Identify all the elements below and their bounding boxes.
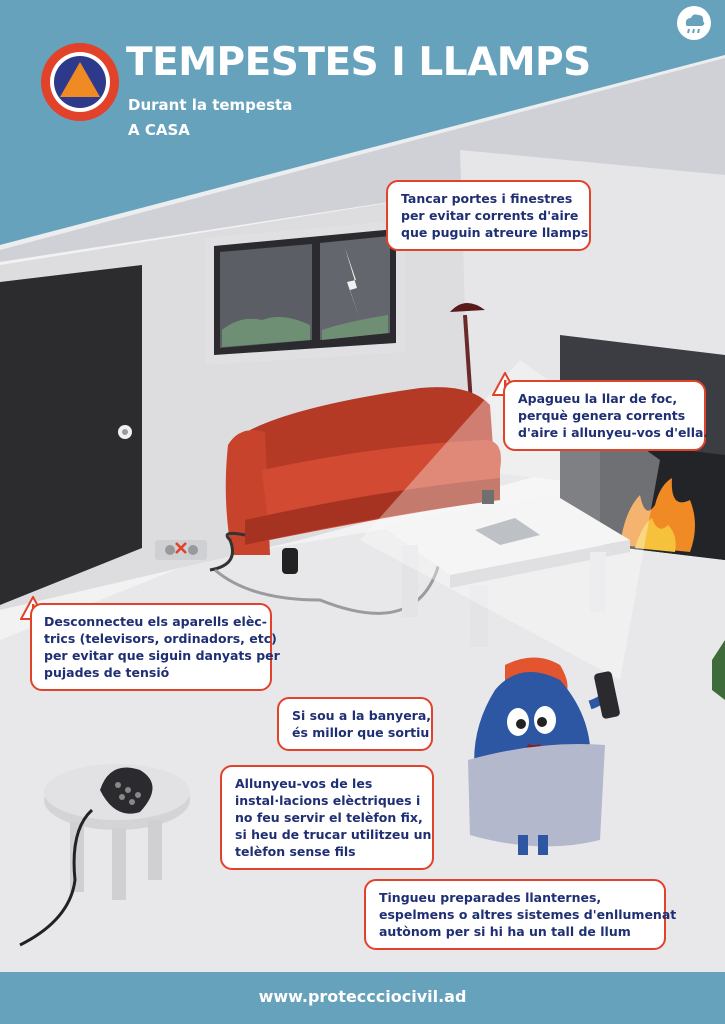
tip-bathtub: Si sou a la banyera,és millor que sortiu [277,697,433,751]
mascot-character [468,657,620,855]
footer-bar: www.proteccciocivil.ad [0,972,725,1024]
protection-civil-logo [41,43,119,121]
coffee-table [380,495,630,647]
rain-cloud-icon [677,6,711,40]
door [0,265,142,605]
tip-flashlights: Tingueu preparades llanternes,espelmens … [364,879,676,950]
tip-fireplace: Apagueu la llar de foc,perquè genera cor… [503,380,708,451]
location-label: A CASA [128,121,190,139]
window [205,220,405,365]
plant [712,640,725,700]
website-link[interactable]: www.proteccciocivil.ad [258,987,467,1006]
page-title: TEMPESTES I LLAMPS [126,40,591,85]
page-subtitle: Durant la tempesta [128,96,293,114]
header-band [0,0,725,245]
sofa [225,387,501,574]
side-table [19,764,190,947]
tip-disconnect-devices: Desconnecteu els aparells elèc-trics (te… [30,603,280,691]
